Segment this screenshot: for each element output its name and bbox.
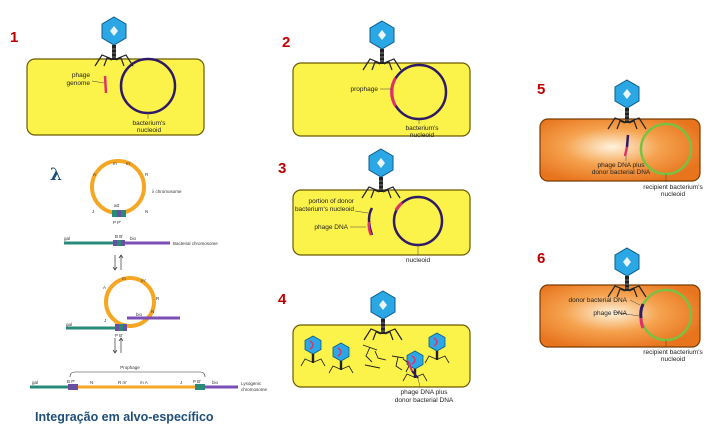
- label-r: R: [156, 296, 160, 301]
- label-m: m: [113, 161, 117, 166]
- caption: Integração em alvo-específico: [35, 410, 214, 424]
- label-j: J: [180, 380, 182, 385]
- step-6-number: 6: [537, 250, 545, 267]
- recipient-label-1: recipient bacterium's: [643, 184, 703, 191]
- label-gal: gal: [32, 380, 38, 385]
- phage-plus-label-1: phage DNA plus: [598, 162, 646, 169]
- prophage-bracket: [69, 371, 206, 378]
- phage-dna-plus-donor: [623, 146, 629, 157]
- step-4: 4 phage DNA plus donor bacterial DNA: [278, 290, 471, 404]
- label-m: m: [122, 276, 126, 281]
- step-3-number: 3: [278, 160, 286, 177]
- nucleoid-label-1: bacterium's: [405, 125, 439, 132]
- step-5-number: 5: [537, 81, 545, 98]
- recipient-label-2: nucleoid: [661, 191, 686, 198]
- recipient-label-2: nucleoid: [661, 356, 686, 363]
- integrated-phage-dna: [639, 317, 645, 329]
- reversible-arrows: [112, 254, 124, 354]
- step-1-number: 1: [10, 29, 18, 46]
- label-lambda-chromosome: λ chromosome: [152, 189, 182, 194]
- phage-genome-label-2: genome: [67, 80, 91, 87]
- step-5: 5 phage DNA plus donor bacterial DNA rec…: [537, 79, 703, 198]
- step-4-number: 4: [278, 291, 287, 308]
- donor-label-1: portion of donor: [308, 198, 354, 205]
- phage-plus-label-1: phage DNA plus: [401, 389, 449, 396]
- step-1: 1 phage genome bacterium's nucleoid: [10, 16, 205, 136]
- label-n: N: [145, 209, 148, 214]
- donor-label-2: bacterium's nucleoid: [295, 206, 354, 213]
- label-ma: m A: [140, 380, 148, 385]
- recipient-label-1: recipient bacterium's: [643, 349, 703, 356]
- label-gal: gal: [64, 236, 70, 241]
- label-m-prime: m': [141, 278, 146, 283]
- label-n: N: [90, 380, 93, 385]
- donor-dna-label: donor bacterial DNA: [568, 297, 627, 304]
- label-bacterial-chromosome: Bacterial chromosome: [173, 241, 218, 246]
- phage-plus-label-2: donor bacterial DNA: [592, 169, 651, 176]
- label-att: att: [114, 203, 120, 208]
- label-a: A: [93, 172, 96, 177]
- label-r: R: [145, 172, 149, 177]
- bacterium-cell: [26, 58, 205, 136]
- bacterium-cell: [292, 62, 471, 137]
- label-pp: P P': [113, 220, 121, 225]
- label-pb: P B': [115, 333, 123, 338]
- label-bb: B B': [115, 234, 123, 239]
- label-j: J: [104, 318, 106, 323]
- label-prophage: Prophage: [120, 365, 140, 370]
- recipient-bacterium-cell: [539, 118, 701, 182]
- prophage-label: prophage: [351, 86, 379, 93]
- nucleoid-label: nucleoid: [406, 257, 431, 264]
- label-bio: bio: [130, 236, 137, 241]
- phage-dna-label: phage DNA: [314, 224, 348, 231]
- step-3: 3 portion of donor bacterium's nucleoid …: [278, 148, 471, 264]
- label-lysogenic-2: chromosome: [241, 387, 268, 392]
- phage-dna-label: phage DNA: [593, 310, 627, 317]
- label-rm: R m': [118, 380, 127, 385]
- label-bio: bio: [212, 380, 219, 385]
- phage-dna: [367, 221, 373, 236]
- label-a: A: [103, 285, 106, 290]
- nucleoid-label-2: nucleoid: [137, 127, 162, 134]
- lambda-symbol: λ: [50, 165, 62, 185]
- bacterium-cell: [292, 324, 471, 388]
- lambda-integration-diagram: λ m m' A R J N att P P' λ chromosome gal…: [30, 159, 268, 392]
- nucleoid-label-1: bacterium's: [132, 120, 166, 127]
- lambda-synapsis-circle: [104, 276, 156, 328]
- label-n: N: [151, 309, 154, 314]
- phage-tail-fragments: [362, 344, 411, 373]
- phage-genome-label-1: phage: [72, 72, 90, 79]
- prophage-dna: [390, 77, 397, 107]
- recipient-bacterium-cell: [539, 284, 701, 348]
- label-gal: gal: [66, 322, 72, 327]
- step-2: 2 prophage bacterium's nucleoid: [282, 20, 471, 139]
- label-m-prime: m': [126, 161, 131, 166]
- nucleoid-phage-segment: [394, 201, 403, 211]
- label-bio: bio: [136, 312, 143, 317]
- nucleoid-label-2: nucleoid: [410, 132, 435, 139]
- label-lysogenic-1: Lysogenic: [241, 381, 262, 386]
- step-6: 6 donor bacterial DNA phage DNA recipien…: [537, 247, 703, 363]
- phage-plus-label-2: donor bacterial DNA: [395, 397, 454, 404]
- label-pb: P B': [193, 379, 201, 384]
- phage-genome-dna: [103, 75, 108, 94]
- step-2-number: 2: [282, 34, 290, 51]
- label-bp: B P': [67, 379, 75, 384]
- label-j: J: [92, 209, 94, 214]
